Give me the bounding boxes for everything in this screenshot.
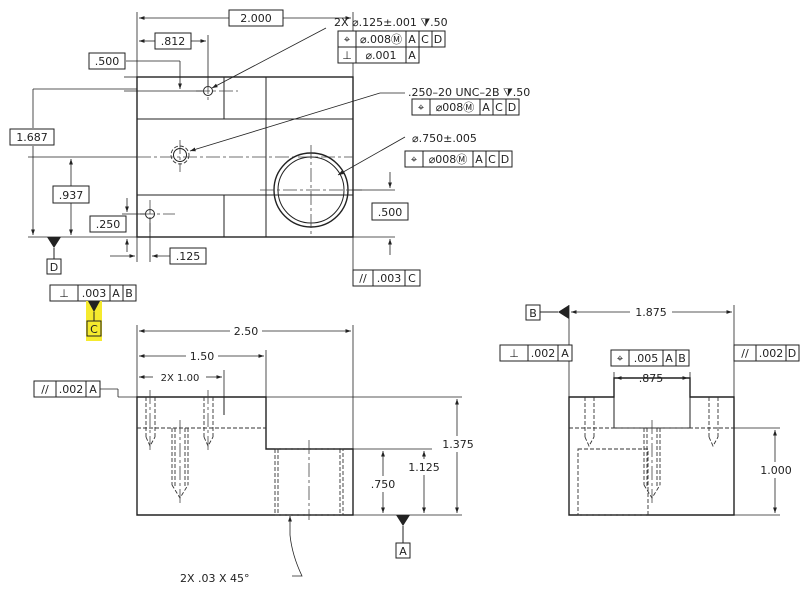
dim-250-front: 2.50: [234, 325, 259, 338]
side-perp-datum: A: [561, 347, 569, 360]
parallelism-symbol: //: [359, 272, 367, 285]
dim-1000: 1.000: [760, 464, 792, 477]
perp-symbol: ⊥: [342, 49, 352, 62]
dim-875: .875: [639, 372, 664, 385]
side-position-symbol: ⌖: [617, 352, 623, 365]
dim-2x100: 2X 1.00: [161, 373, 200, 384]
top-view: 2.000 .812 .500 1.687 .937 .250: [9, 9, 530, 341]
dim-500-top: .500: [95, 55, 120, 68]
side-perp-tolerance: .002: [531, 347, 556, 360]
dim-750: .750: [371, 478, 396, 491]
bore-datum-d: D: [501, 153, 509, 166]
datum-d-label: D: [50, 261, 58, 274]
datum-b-label: B: [529, 307, 537, 320]
perpendicularity-tolerance: .003: [82, 287, 107, 300]
side-parallel-tolerance: .002: [759, 347, 784, 360]
position-datum-d: D: [434, 33, 442, 46]
parallelism-tolerance: .003: [377, 272, 402, 285]
datum-d-triangle: [47, 237, 61, 248]
dim-812: .812: [161, 35, 186, 48]
note-small-hole: 2X ⌀.125±.001 ⧩.50: [334, 16, 448, 29]
dim-500-right: .500: [378, 206, 403, 219]
bore-position-tolerance: ⌀008Ⓜ: [429, 153, 468, 166]
side-parallel-datum: D: [788, 347, 796, 360]
datum-c-label: C: [90, 323, 98, 336]
note-thread: .250–20 UNC–2B ⧩.50: [408, 86, 530, 99]
thread-position-tolerance: ⌀008Ⓜ: [436, 101, 475, 114]
dim-1375: 1.375: [442, 438, 474, 451]
position-datum-a: A: [408, 33, 416, 46]
position-tolerance: ⌀.008Ⓜ: [360, 33, 402, 46]
datum-a-label: A: [399, 545, 407, 558]
side-perp-symbol: ⊥: [509, 347, 519, 360]
position-symbol: ⌖: [344, 33, 350, 46]
perp-datum: A: [408, 49, 416, 62]
perp-tolerance: ⌀.001: [365, 49, 396, 62]
note-large-hole: ⌀.750±.005: [412, 132, 477, 145]
position-datum-c: C: [421, 33, 429, 46]
perpendicularity-datum-a: A: [112, 287, 120, 300]
side-view: 1.875 B .875 ⌖ .005 A B ⊥ .002 A // .002: [499, 304, 800, 516]
dim-937: .937: [59, 189, 84, 202]
bore-datum-a: A: [475, 153, 483, 166]
bore-datum-c: C: [488, 153, 496, 166]
dim-1125: 1.125: [408, 461, 440, 474]
front-view-outline: [136, 396, 354, 516]
perpendicularity-symbol: ⊥: [59, 287, 69, 300]
side-position-datum-b: B: [678, 352, 686, 365]
dim-1875: 1.875: [635, 306, 667, 319]
dim-125: .125: [176, 250, 201, 263]
parallelism-datum: C: [408, 272, 416, 285]
dim-250: .250: [96, 218, 121, 231]
side-position-datum-a: A: [665, 352, 673, 365]
dim-150: 1.50: [190, 350, 215, 363]
front-parallel-datum: A: [89, 383, 97, 396]
note-chamfer: 2X .03 X 45°: [180, 572, 250, 585]
front-view: 2.50 1.50 2X 1.00 // .002 A 1.375 1.125: [33, 325, 474, 585]
thread-datum-a: A: [482, 101, 490, 114]
front-parallel-tolerance: .002: [59, 383, 84, 396]
thread-datum-c: C: [495, 101, 503, 114]
side-position-tolerance: .005: [634, 352, 659, 365]
dim-1687: 1.687: [16, 131, 48, 144]
bore-position-symbol: ⌖: [411, 153, 417, 166]
perpendicularity-datum-b: B: [125, 287, 133, 300]
dim-2000: 2.000: [240, 12, 272, 25]
side-parallel-symbol: //: [741, 347, 749, 360]
thread-position-symbol: ⌖: [418, 101, 424, 114]
thread-datum-d: D: [508, 101, 516, 114]
front-parallel-symbol: //: [41, 383, 49, 396]
